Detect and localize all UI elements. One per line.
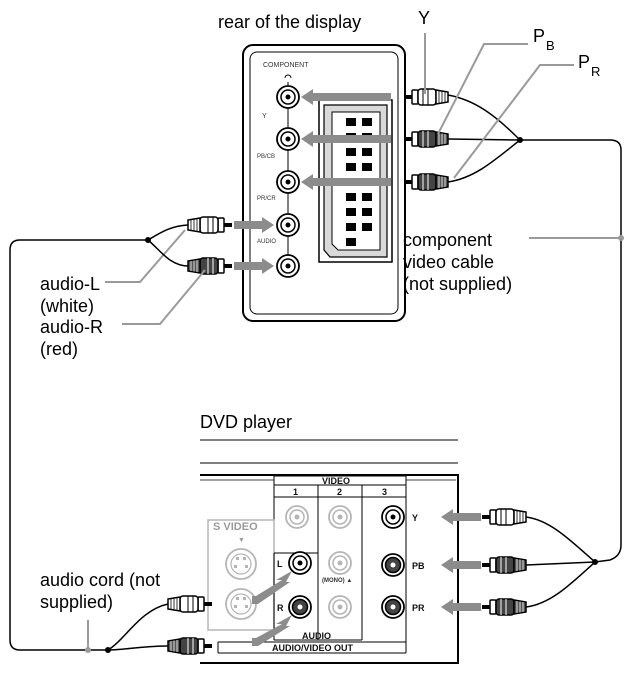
display-jack-audio-l[interactable] — [276, 213, 300, 237]
video-header: VIDEO — [322, 476, 350, 486]
svg-text:audio-L: audio-L — [40, 274, 100, 294]
audio-cable-bottom — [107, 603, 169, 651]
jack-l-label: L — [277, 559, 283, 569]
svg-text:(red): (red) — [40, 339, 78, 359]
audio-plug-left — [188, 217, 232, 233]
component-plug-dvd-pb — [481, 556, 527, 574]
audio-footer-label: AUDIO — [302, 631, 331, 641]
pr-jack[interactable] — [381, 595, 405, 619]
video-jack-2[interactable] — [328, 505, 352, 529]
svg-text:B: B — [546, 38, 555, 53]
leader-lines-top — [424, 33, 574, 179]
svg-text:supplied): supplied) — [40, 592, 113, 612]
jack-y-label: Y — [412, 513, 418, 523]
jack-pb-label: PB — [412, 561, 425, 571]
svg-text:(white): (white) — [40, 296, 94, 316]
display-y-label: Y — [262, 113, 267, 120]
svg-text:P: P — [578, 52, 590, 72]
svg-text:component: component — [403, 230, 492, 250]
display-pb-label: PB/CB — [257, 154, 275, 160]
component-plug-pb — [403, 130, 449, 148]
svg-text:video cable: video cable — [403, 252, 494, 272]
mono-label: (MONO) ▲ — [322, 578, 352, 584]
pb-label: P B — [533, 26, 555, 53]
rear-display-label: rear of the display — [218, 12, 361, 32]
component-plug-dvd-y — [481, 508, 527, 526]
svg-text:audio-R: audio-R — [40, 317, 103, 337]
svg-text:▼: ▼ — [238, 537, 245, 544]
jack-r-label: R — [277, 603, 284, 613]
svg-text:R: R — [591, 64, 600, 79]
display-pr-label: PR/CR — [257, 196, 276, 202]
jack-pr-label: PR — [412, 603, 425, 613]
svg-text:audio cord (not: audio cord (not — [40, 570, 160, 590]
col-3-label: 3 — [382, 487, 387, 497]
display-jack-pr[interactable] — [276, 170, 300, 194]
audio-cord-label: audio cord (not supplied) — [40, 570, 160, 612]
audio-r-label: audio-R (red) — [40, 317, 103, 359]
pb-jack[interactable] — [381, 553, 405, 577]
component-plug-pr — [403, 173, 449, 191]
s-video-label: S VIDEO — [213, 521, 258, 533]
display-jack-y[interactable] — [276, 85, 300, 109]
audio-jack-r[interactable] — [288, 595, 312, 619]
col-2-label: 2 — [337, 487, 342, 497]
video-jack-1[interactable] — [285, 505, 309, 529]
svg-text:(not supplied): (not supplied) — [403, 274, 512, 294]
display-jack-pb[interactable] — [276, 127, 300, 151]
audio-cable-left — [9, 224, 189, 651]
component-panel-label: COMPONENT — [263, 62, 309, 69]
audio-jack-2-bottom[interactable] — [328, 595, 352, 619]
svg-text:P: P — [533, 26, 545, 46]
y-label: Y — [418, 8, 430, 28]
av-out-label: AUDIO/VIDEO OUT — [272, 643, 354, 653]
video-jack-y[interactable] — [381, 505, 405, 529]
audio-l-label: audio-L (white) — [40, 274, 100, 316]
audio-plug-right — [188, 258, 232, 274]
component-cable-bottom — [525, 516, 596, 608]
component-cable-top — [447, 94, 622, 563]
col-1-label: 1 — [293, 487, 298, 497]
insert-arrow-icon — [252, 571, 292, 646]
pr-label: P R — [578, 52, 600, 79]
display-audio-label: AUDIO — [257, 239, 276, 245]
display-jack-audio-r[interactable] — [276, 254, 300, 278]
audio-jack-2-top[interactable] — [328, 551, 352, 575]
component-plug-dvd-pr — [481, 598, 527, 616]
leader-lines-audio — [105, 229, 206, 325]
s-video-jack-icon — [225, 548, 257, 620]
dvd-rear-panel: VIDEO 1 2 3 S VIDEO ▼ Y L — [200, 474, 459, 664]
audio-jack-l[interactable] — [288, 551, 312, 575]
dvd-player-label: DVD player — [200, 412, 292, 432]
component-cable-label: component video cable (not supplied) — [403, 230, 512, 294]
